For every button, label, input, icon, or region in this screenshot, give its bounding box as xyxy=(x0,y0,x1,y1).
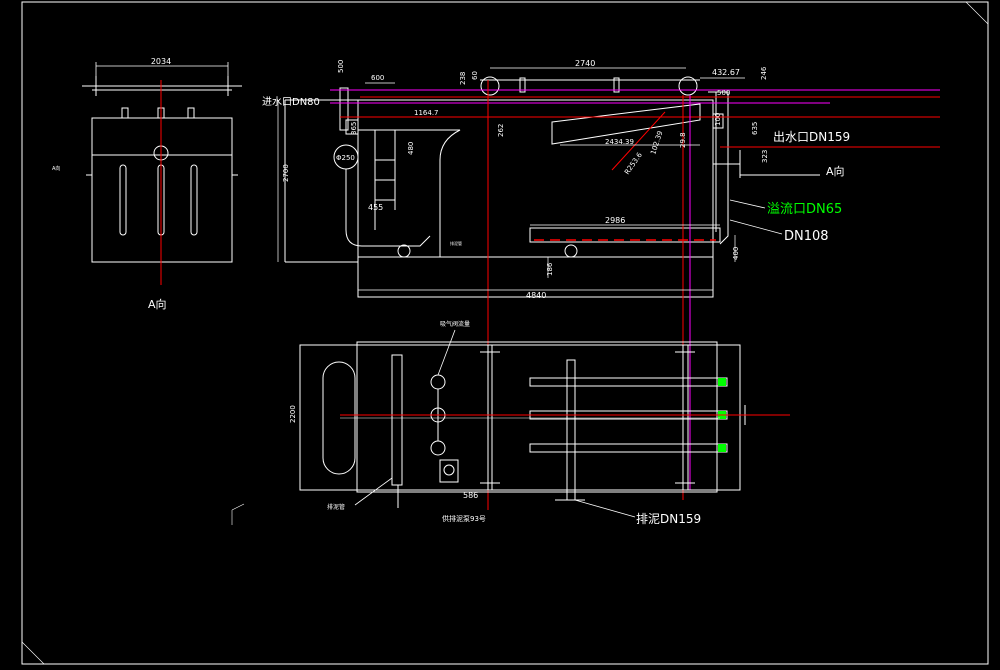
dim-500b: 500 xyxy=(717,89,730,97)
inlet-label: 进水口DN80 xyxy=(262,96,320,108)
dim-262: 262 xyxy=(497,124,505,137)
dim-102: 102.39 xyxy=(649,130,664,156)
dim-480: 480 xyxy=(407,142,415,155)
dim-phi250: Φ250 xyxy=(336,154,355,162)
outlet-flange xyxy=(712,113,724,129)
dim-1164: 1164.7 xyxy=(414,109,439,117)
side-view xyxy=(82,76,242,263)
dim-455: 455 xyxy=(368,203,383,212)
dim-323: 323 xyxy=(761,150,769,163)
plan-view xyxy=(299,341,760,508)
slanted-weir xyxy=(551,103,701,145)
bottom-collector xyxy=(529,227,721,243)
pump-note: 排泥管 xyxy=(450,240,462,246)
radius-guide xyxy=(611,111,666,171)
plan-dim-2200: 2200 xyxy=(289,405,297,423)
plan-drain-label: 排泥DN159 xyxy=(636,512,701,526)
top-pipe-elbow-left xyxy=(480,76,500,96)
dim-400: 400 xyxy=(732,247,740,260)
dim-432: 432.67 xyxy=(712,68,740,77)
front-view-dimension-lines xyxy=(277,67,745,296)
plan-valve-3 xyxy=(430,440,446,456)
plan-pump-box xyxy=(439,459,459,483)
plan-collector-3 xyxy=(529,443,728,453)
plan-valve-1 xyxy=(430,374,446,390)
a-direction-label: A向 xyxy=(826,164,845,178)
tank-base xyxy=(357,256,714,298)
plan-collector-1 xyxy=(529,377,728,387)
top-pipe-flange-1 xyxy=(519,77,526,93)
frame-corner-mark-2 xyxy=(21,641,45,665)
plan-left-leader xyxy=(354,477,393,506)
plan-outer xyxy=(299,344,741,491)
top-pipe-flange-2 xyxy=(613,77,620,93)
side-view-slot-3 xyxy=(190,164,198,236)
inlet-chamber xyxy=(358,129,461,257)
drawing-frame xyxy=(21,1,989,665)
dim-60: 60 xyxy=(471,71,479,80)
inlet-pump xyxy=(397,244,411,258)
dim-4840: 4840 xyxy=(526,291,546,300)
plan-drain-leader xyxy=(574,499,636,518)
side-view-small-note: A向 xyxy=(52,165,60,172)
dim-600: 600 xyxy=(371,74,384,82)
outlet-pump xyxy=(564,244,578,258)
dim-2700: 2700 xyxy=(282,164,290,182)
dim-500: 500 xyxy=(337,60,345,73)
side-view-body xyxy=(91,117,233,263)
plan-drain-pipe xyxy=(566,359,576,501)
plan-dim-586: 586 xyxy=(463,491,478,500)
tank-body xyxy=(357,99,714,258)
side-view-caption: A向 xyxy=(148,297,167,311)
dim-365: 365 xyxy=(350,122,358,135)
inlet-nozzle xyxy=(339,87,349,131)
dim-246: 246 xyxy=(760,66,768,80)
overflow-leader xyxy=(729,199,766,209)
dim-2740: 2740 xyxy=(575,59,595,68)
plan-top-leader xyxy=(437,329,456,376)
dim-29: 29.8 xyxy=(679,132,687,148)
plan-baffle xyxy=(391,354,403,486)
dn108-label: DN108 xyxy=(784,229,829,244)
dn108-leader xyxy=(729,219,783,235)
plan-top-note: 吸气阀流量 xyxy=(440,320,470,328)
side-view-stub-1 xyxy=(121,107,129,119)
inlet-nozzle-flange xyxy=(345,119,359,135)
frame-corner-mark xyxy=(965,1,989,25)
plan-inner xyxy=(356,341,718,493)
top-pipe-elbow-right xyxy=(678,76,698,96)
front-view xyxy=(284,76,741,298)
dim-100: 100 xyxy=(714,113,722,126)
inlet-pipe xyxy=(345,229,431,247)
side-view-stub-3 xyxy=(187,107,195,119)
dim-238: 238 xyxy=(459,72,467,85)
dim-2986: 2986 xyxy=(605,216,625,225)
dim-635: 635 xyxy=(751,122,759,135)
plan-left-note: 排泥管 xyxy=(327,503,345,511)
plan-bottom-note: 供排泥泵93号 xyxy=(442,514,486,523)
plan-pump-circle xyxy=(443,464,455,476)
side-view-width-dim: 2034 xyxy=(151,57,171,66)
dim-186: 186 xyxy=(546,262,554,276)
side-view-slot-1 xyxy=(119,164,127,236)
side-view-dimension xyxy=(95,62,229,76)
dim-2434: 2434.39 xyxy=(605,138,634,146)
plan-small-leader-2 xyxy=(231,503,245,511)
outlet-label: 出水口DN159 xyxy=(773,130,850,144)
overflow-label: 溢流口DN65 xyxy=(767,202,842,217)
